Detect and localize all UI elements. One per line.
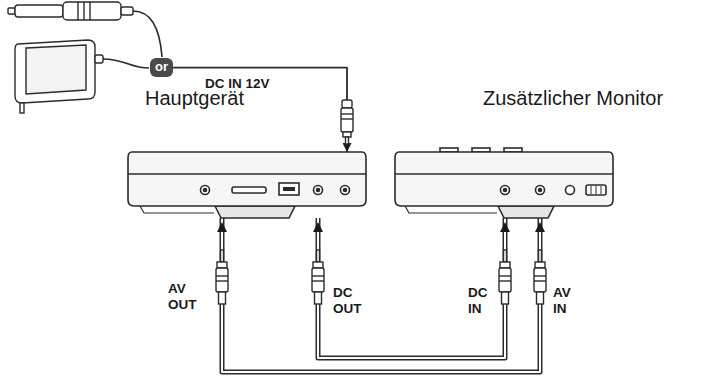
device-unit: Hauptgerät <box>128 152 366 218</box>
device-heading: Zusätzlicher Monitor <box>483 86 663 110</box>
power-cable <box>173 68 347 152</box>
car-adapter-cable <box>133 11 162 57</box>
monitor-body <box>395 148 613 218</box>
car-adapter <box>8 2 133 20</box>
cable-line <box>222 218 540 372</box>
wall-adapter-cable <box>103 59 149 68</box>
cable-plugs <box>216 222 546 304</box>
cable-line <box>318 218 505 358</box>
port-label: DC IN <box>468 285 488 317</box>
cable-label: DC IN 12V <box>205 76 270 92</box>
cable <box>222 218 540 372</box>
cable-core <box>318 218 505 358</box>
dc-plug <box>341 100 353 144</box>
cable <box>318 218 505 358</box>
cable-line <box>173 68 347 152</box>
port-label: DC OUT <box>333 285 362 317</box>
main-unit-body <box>128 152 366 218</box>
choice-label: or <box>155 60 168 74</box>
device-unit: Zusätzlicher Monitor <box>395 152 613 218</box>
or-badge: or <box>150 58 173 77</box>
cable-core <box>222 218 540 372</box>
port-label: AV IN <box>553 285 571 317</box>
port-label: AV OUT <box>168 281 196 313</box>
wall-adapter <box>15 40 103 113</box>
